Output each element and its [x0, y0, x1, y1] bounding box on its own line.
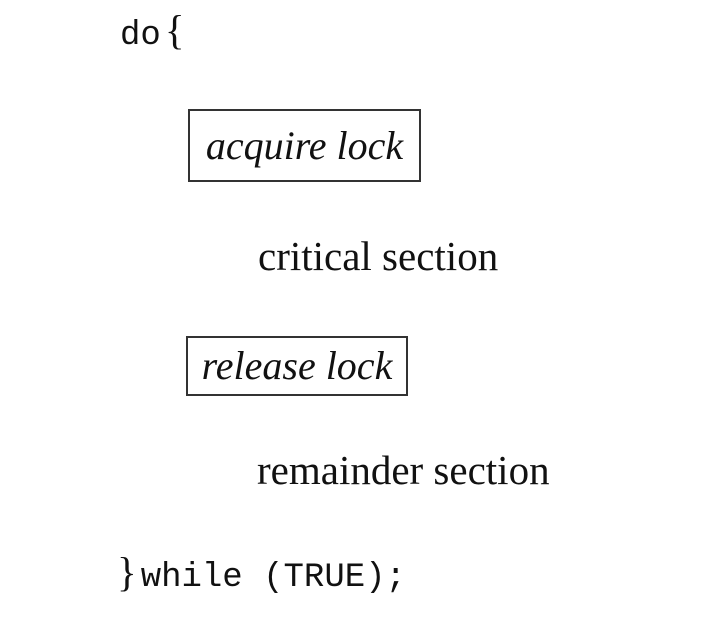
- while-line: } while (TRUE);: [117, 549, 406, 597]
- remainder-section-label: remainder section: [257, 447, 550, 493]
- do-keyword: do: [120, 17, 161, 55]
- release-lock-label: release lock: [201, 343, 393, 388]
- critical-section-label: critical section: [258, 233, 499, 279]
- release-lock-box: release lock: [186, 336, 408, 396]
- acquire-lock-label: acquire lock: [205, 122, 404, 168]
- acquire-lock-box: acquire lock: [188, 109, 421, 182]
- while-clause: while (TRUE);: [140, 559, 406, 597]
- open-brace: {: [164, 7, 185, 53]
- do-line: do {: [120, 7, 185, 55]
- close-brace: }: [117, 549, 137, 595]
